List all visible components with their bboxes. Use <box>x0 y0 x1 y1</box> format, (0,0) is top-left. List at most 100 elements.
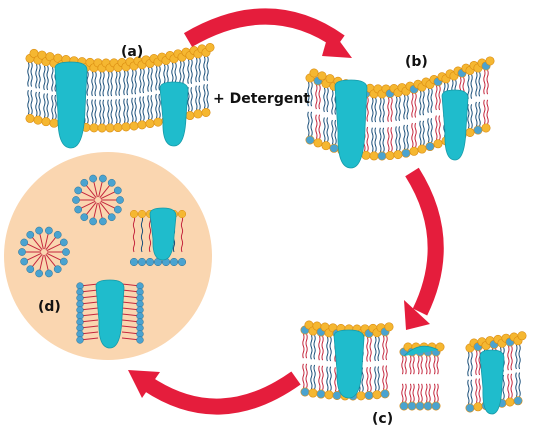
lipid-tail <box>470 74 473 99</box>
detergent-head <box>99 217 107 226</box>
lipid-tail <box>428 356 431 375</box>
lipid-tail <box>369 367 372 392</box>
lipid-tail <box>438 115 441 140</box>
arrow-shaft <box>405 167 444 316</box>
lipid-tail <box>420 356 423 375</box>
lipid-tail <box>406 95 409 120</box>
lipid-tail <box>190 87 193 112</box>
lipid-tail <box>382 365 385 390</box>
lipid-tail <box>118 71 121 96</box>
lipid-tail <box>27 62 30 87</box>
lipid-tail <box>427 88 430 113</box>
lipid-head <box>105 123 115 133</box>
detergent-micelle-1 <box>72 174 124 226</box>
detergent-head <box>473 125 483 135</box>
lipid-tail <box>478 72 481 97</box>
lipid-tail <box>206 84 209 109</box>
lipid-head <box>505 397 515 407</box>
lipid-head <box>97 123 107 133</box>
detergent-head <box>136 336 144 344</box>
lipid-tail <box>406 124 409 150</box>
lipid-tail <box>315 84 318 110</box>
lipid-tail <box>46 93 49 118</box>
lipid-head <box>485 56 495 66</box>
lipid-tail <box>318 365 321 390</box>
lipid-tail <box>382 98 385 123</box>
lipid-tail <box>43 65 46 91</box>
lipid-head <box>33 115 43 125</box>
detergent-head <box>129 257 139 267</box>
detergent-head <box>465 403 475 413</box>
membrane-protein-a1 <box>54 61 88 149</box>
lipid-tail <box>366 126 369 152</box>
lipid-tail <box>379 127 382 152</box>
lipid-tail <box>486 99 489 124</box>
lipid-tail <box>326 366 329 391</box>
lipid-tail <box>307 82 310 107</box>
label-c: (c) <box>372 411 394 427</box>
membrane-protein-c3 <box>479 349 505 415</box>
lipid-tail <box>510 346 513 371</box>
lipid-tail <box>158 66 161 91</box>
lipid-tail <box>35 91 38 117</box>
lipid-tail <box>403 124 406 150</box>
lipid-head <box>129 121 139 131</box>
lipid-tail <box>412 383 415 402</box>
lipid-tail <box>147 95 150 120</box>
lipid-tail <box>307 111 310 136</box>
lipid-tail <box>366 367 369 392</box>
lipid-tail <box>425 383 428 402</box>
lipid-tail <box>35 64 38 89</box>
membrane-protein-b2 <box>441 89 469 161</box>
membrane-protein-d2 <box>95 279 125 349</box>
lipid-head <box>325 74 335 84</box>
lipid-tail <box>46 65 49 91</box>
detergent-head <box>99 174 107 183</box>
lipid-tail <box>318 114 321 139</box>
lipid-head <box>417 144 427 154</box>
detergent-head <box>316 389 326 399</box>
lipid-tail <box>99 99 102 124</box>
lipid-tail <box>190 59 193 84</box>
lipid-tail <box>198 85 201 110</box>
membrane-fragment-c2 <box>399 342 445 411</box>
lipid-head <box>409 146 419 156</box>
lipid-tail <box>30 62 33 87</box>
lipid-tail <box>86 99 89 124</box>
lipid-head <box>384 322 394 332</box>
lipid-tail <box>420 383 423 402</box>
lipid-tail <box>195 85 198 110</box>
lipid-tail <box>126 98 129 123</box>
lipid-tail <box>30 90 33 115</box>
detergent-head <box>35 269 43 278</box>
lipid-tail <box>203 56 206 81</box>
lipid-tail <box>412 356 415 375</box>
detergent-head <box>423 401 433 411</box>
detergent-head <box>399 401 409 411</box>
lipid-tail <box>502 374 505 400</box>
detergent-head <box>74 205 83 214</box>
lipid-head <box>49 118 59 128</box>
detergent-head <box>53 265 62 274</box>
lipid-tail <box>155 93 158 119</box>
detergent-head <box>107 213 116 222</box>
lipid-tail <box>187 59 190 84</box>
lipid-tail <box>315 114 318 139</box>
detergent-head <box>72 196 80 204</box>
detergent-head <box>431 401 441 411</box>
lipid-head <box>465 127 475 137</box>
lipid-tail <box>430 118 433 143</box>
lipid-tail <box>377 336 380 362</box>
lipid-tail <box>385 335 388 361</box>
lipid-tail <box>379 98 382 123</box>
detergent-head <box>300 387 310 397</box>
lipid-head <box>317 71 327 81</box>
lipid-tail <box>179 61 182 86</box>
lipid-head <box>361 150 371 160</box>
lipid-head <box>372 390 382 400</box>
lipid-tail <box>374 97 377 123</box>
lipid-head <box>393 150 403 160</box>
lipid-tail <box>467 104 470 129</box>
lipid-tail <box>86 71 89 96</box>
lipid-head <box>129 209 139 219</box>
